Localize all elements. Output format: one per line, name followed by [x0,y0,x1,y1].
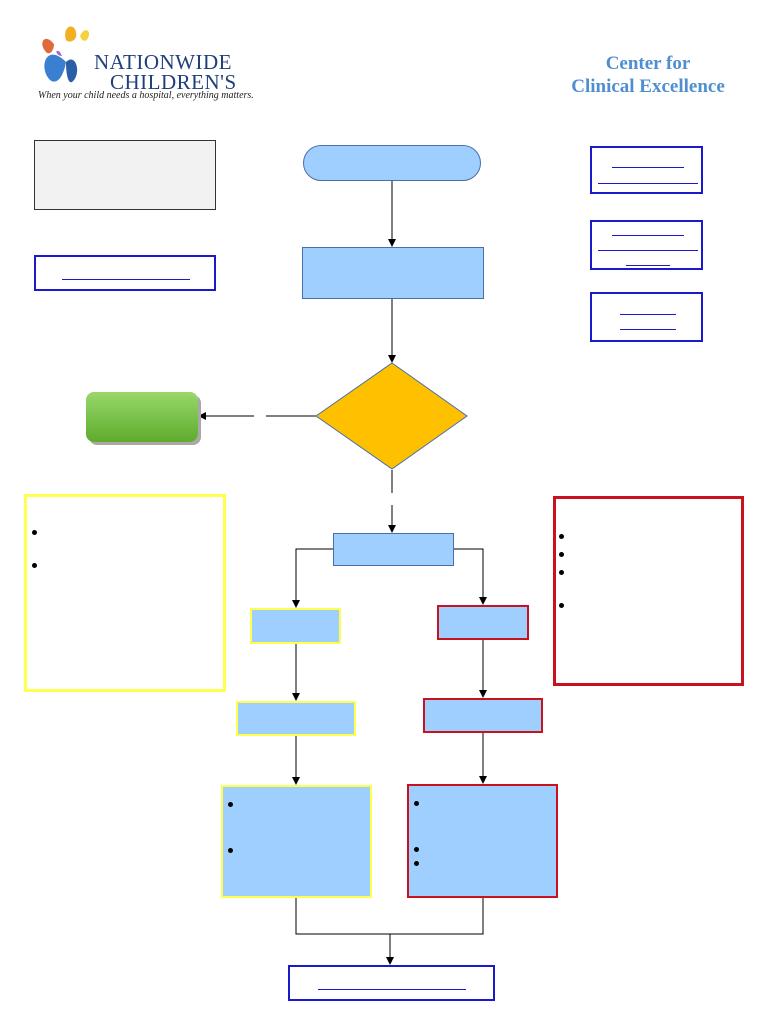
center-heading-line2: Clinical Excellence [571,76,725,97]
right-branch-step-1 [437,605,529,640]
link-underline [62,279,190,280]
center-clinical-excellence-heading: Center for Clinical Excellence [568,52,728,98]
center-heading-line1: Center for [605,53,691,74]
right-criteria-note [553,496,744,686]
bullet [228,848,233,853]
bullet [559,534,564,539]
bullet [32,530,37,535]
right-link-box-3[interactable] [590,292,703,342]
link-underline [620,329,676,330]
right-branch-detail-box [407,784,558,898]
bullet [559,570,564,575]
link-underline [612,167,684,168]
bullet [559,552,564,557]
link-underline [598,183,698,184]
logo-name-line2: CHILDREN'S [110,70,237,94]
logo-tagline: When your child needs a hospital, everyt… [38,90,254,101]
left-link-box[interactable] [34,255,216,291]
decision-diamond [315,362,468,470]
right-link-box-2[interactable] [590,220,703,270]
arrow-split-left [292,548,334,608]
link-underline [318,989,466,990]
arrow-split-right [453,548,487,605]
bullet [414,861,419,866]
link-underline [626,265,670,266]
bullet [414,801,419,806]
bottom-link-box[interactable] [288,965,495,1001]
summary-box [34,140,216,210]
right-link-box-1[interactable] [590,146,703,194]
link-underline [612,235,684,236]
left-branch-step-1 [250,608,341,644]
initial-process-box [302,247,484,299]
start-terminator [303,145,481,181]
right-branch-step-2 [423,698,543,733]
logo-name: NATIONWIDE CHILDREN'S [94,50,237,94]
nationwide-childrens-logo: NATIONWIDE CHILDREN'S When your child ne… [36,22,254,104]
link-underline [620,314,676,315]
merge-line [295,898,484,935]
bullet [228,802,233,807]
split-process-box [333,533,454,566]
butterfly-icon [42,26,90,83]
left-branch-detail-box [221,785,372,898]
bullet [32,563,37,568]
link-underline [598,250,698,251]
bullet [559,603,564,608]
action-button[interactable] [86,392,198,442]
logo-name-line1: NATIONWIDE [94,50,232,74]
left-criteria-note [24,494,226,692]
left-branch-step-2 [236,701,356,736]
bullet [414,847,419,852]
